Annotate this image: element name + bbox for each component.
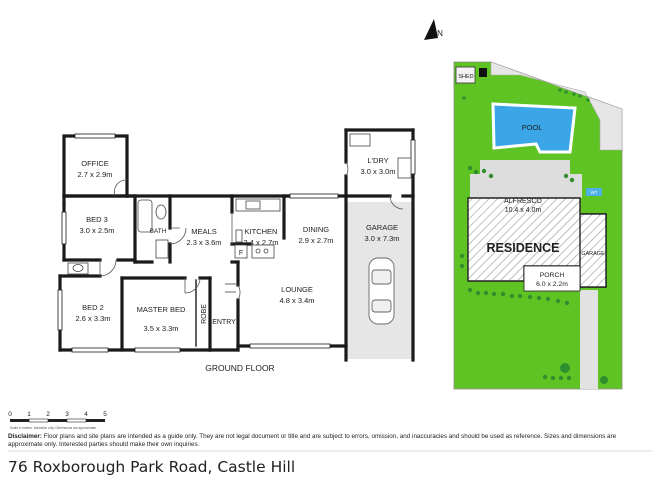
laundry-tub — [397, 157, 412, 179]
room-dims-office: 2.7 x 2.9m — [77, 170, 112, 179]
site-garage-label: GARAGE — [581, 251, 605, 257]
tree — [560, 363, 570, 373]
porch-name: PORCH — [540, 272, 565, 279]
room-dims-lounge: 4.8 x 3.4m — [279, 296, 314, 305]
pool-label: POOL — [522, 123, 543, 132]
porch-dims: 6.0 x 2.2m — [536, 281, 568, 288]
car-outline — [368, 257, 395, 325]
driveway — [580, 290, 598, 389]
room-dims-meals: 2.3 x 3.6m — [186, 238, 221, 247]
room-name-entry: ENTRY — [212, 319, 236, 326]
wt-label: WT — [591, 190, 598, 195]
north-compass: N — [424, 19, 443, 40]
scale-bar: 0 1 2 3 4 5 Scale in meters. Indicative … — [8, 411, 107, 430]
room-name-fridge: F — [239, 250, 243, 257]
site-plan: POOL SHED ALFRESCO 10.4 x 4.0m RESIDENCE… — [453, 61, 623, 390]
room-name-meals: MEALS — [191, 227, 216, 236]
shed-label: SHED — [458, 74, 473, 80]
room-dims-garage: 3.0 x 7.3m — [364, 234, 399, 243]
scale-fine-print: Scale in meters. Indicative only. Dimens… — [10, 426, 97, 430]
room-dims-dining: 2.9 x 2.7m — [298, 236, 333, 245]
room-dims-master: 3.5 x 3.3m — [143, 324, 178, 333]
doors — [99, 161, 404, 301]
compass-label: N — [437, 29, 443, 38]
room-dims-kitchen: 2.4 x 2.7m — [243, 238, 278, 247]
scale-tick-1: 1 — [27, 411, 31, 418]
fridge-box — [234, 244, 248, 259]
bathtub — [137, 199, 153, 233]
pool — [491, 102, 577, 154]
paved-area — [490, 61, 623, 151]
walls — [58, 128, 415, 362]
wt-box — [586, 188, 602, 196]
room-name-dining: DINING — [303, 225, 329, 234]
scale-tick-5: 5 — [103, 411, 107, 418]
alfresco-name: ALFRESCO — [504, 198, 542, 205]
room-name-office: OFFICE — [81, 159, 109, 168]
floor-label: GROUND FLOOR — [205, 363, 274, 373]
site-garage — [579, 213, 607, 288]
room-name-garage: GARAGE — [366, 223, 398, 232]
scale-tick-4: 4 — [84, 411, 88, 418]
room-name-master: MASTER BED — [137, 305, 186, 314]
porch — [523, 265, 581, 292]
alfresco-paving — [470, 174, 582, 198]
room-name-ldry: L'DRY — [367, 156, 388, 165]
room-dims-bed3: 3.0 x 2.5m — [79, 226, 114, 235]
room-name-bath: BATH — [150, 228, 167, 235]
disclaimer: Disclaimer: Floor plans and site plans a… — [8, 433, 648, 449]
room-name-bed3: BED 3 — [86, 215, 108, 224]
floor-plan: OFFICE 2.7 x 2.9m BED 3 3.0 x 2.5m BATH … — [57, 128, 416, 373]
shed — [455, 66, 476, 84]
disclaimer-text: Floor plans and site plans are intended … — [8, 433, 617, 448]
pool-surround — [480, 160, 570, 174]
tree — [600, 376, 608, 384]
disclaimer-label: Disclaimer: — [8, 433, 42, 440]
room-name-kitchen: KITCHEN — [245, 227, 278, 236]
residence-label: RESIDENCE — [487, 241, 560, 255]
hedges — [459, 88, 590, 381]
room-name-bed2: BED 2 — [82, 303, 104, 312]
compass-arrow-icon — [424, 19, 438, 40]
fixtures — [67, 133, 412, 293]
room-dims-bed2: 2.6 x 3.3m — [75, 314, 110, 323]
tank — [479, 68, 487, 77]
scale-tick-0: 0 — [8, 411, 12, 418]
alfresco-dims: 10.4 x 4.0m — [505, 207, 542, 214]
scale-tick-3: 3 — [65, 411, 69, 418]
room-name-lounge: LOUNGE — [281, 285, 313, 294]
scale-segments — [10, 418, 105, 423]
property-address: 76 Roxborough Park Road, Castle Hill — [8, 458, 296, 476]
windows — [57, 133, 416, 353]
scale-tick-2: 2 — [46, 411, 50, 418]
room-name-robe: ROBE — [201, 304, 208, 324]
room-dims-ldry: 3.0 x 3.0m — [360, 167, 395, 176]
